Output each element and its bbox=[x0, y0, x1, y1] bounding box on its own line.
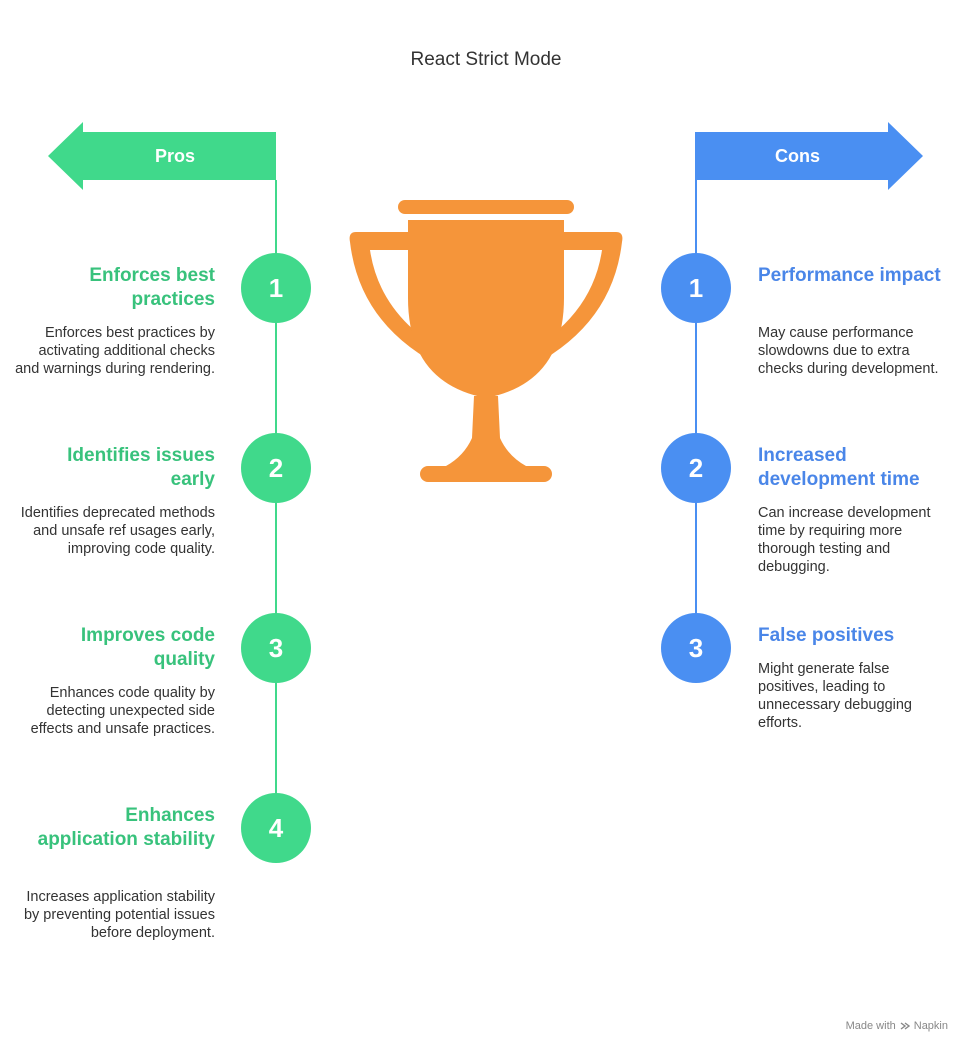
pros-number-badge: 1 bbox=[241, 253, 311, 323]
pros-number-badge: 3 bbox=[241, 613, 311, 683]
cons-timeline-line bbox=[695, 180, 697, 648]
pros-timeline-line bbox=[275, 180, 277, 828]
cons-label: Cons bbox=[775, 146, 820, 166]
cons-item-description: May cause performance slowdowns due to e… bbox=[758, 325, 939, 377]
pros-item-description: Increases application stability by preve… bbox=[23, 889, 215, 941]
cons-number-badge: 3 bbox=[661, 613, 731, 683]
diagram-title: React Strict Mode bbox=[410, 49, 562, 70]
napkin-brand-text: Napkin bbox=[913, 1020, 948, 1032]
cons-item-heading: Increased development time bbox=[758, 445, 920, 490]
napkin-logo-icon bbox=[900, 1022, 910, 1030]
made-with-text: Made with bbox=[845, 1020, 896, 1032]
pros-item-heading: Improves code quality bbox=[80, 625, 215, 670]
pros-item-heading: Enhances application stability bbox=[37, 805, 215, 850]
cons-arrow bbox=[695, 122, 923, 190]
pros-item-heading: Enforces best practices bbox=[89, 265, 215, 310]
pros-item-description: Enforces best practices by activating ad… bbox=[15, 325, 215, 377]
cons-item-heading: False positives bbox=[758, 625, 895, 646]
pros-number-badge: 2 bbox=[241, 433, 311, 503]
cons-number-badge: 1 bbox=[661, 253, 731, 323]
pros-number-badge: 4 bbox=[241, 793, 311, 863]
pros-item-description: Enhances code quality by detecting unexp… bbox=[30, 685, 215, 737]
pros-item-description: Identifies deprecated methods and unsafe… bbox=[20, 505, 215, 557]
pros-label: Pros bbox=[154, 146, 196, 166]
footer-attribution[interactable]: Made with Napkin bbox=[846, 1020, 948, 1032]
cons-item-heading: Performance impact bbox=[758, 265, 941, 286]
cons-item-description: Might generate false positives, leading … bbox=[758, 661, 912, 731]
cons-number-badge: 2 bbox=[661, 433, 731, 503]
pros-arrow bbox=[48, 122, 276, 190]
cons-item-description: Can increase development time by requiri… bbox=[758, 505, 931, 575]
pros-item-heading: Identifies issues early bbox=[67, 445, 215, 490]
trophy-icon bbox=[349, 200, 623, 482]
